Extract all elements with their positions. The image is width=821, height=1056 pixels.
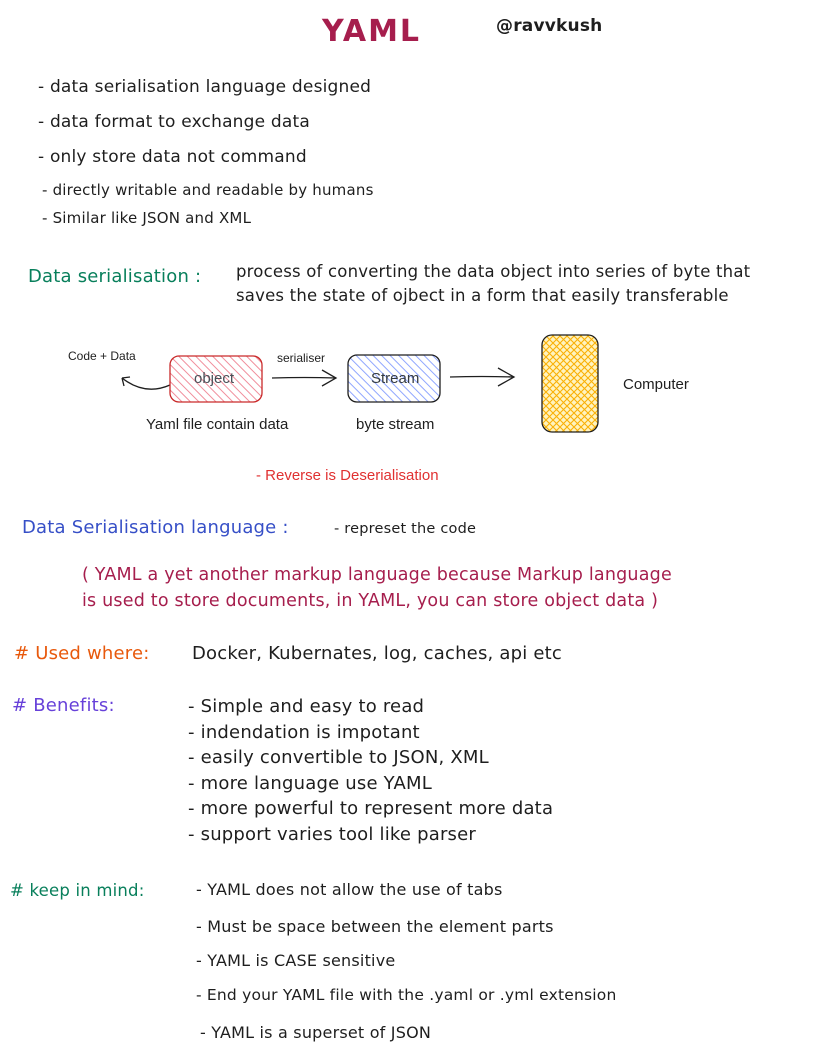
intro-bullet: - data serialisation language designed [38, 77, 372, 97]
serialisation-language-note: - represet the code [334, 521, 477, 537]
keep-in-mind-item: - End your YAML file with the .yaml or .… [196, 986, 617, 1004]
author-handle: @ravvkush [496, 16, 603, 36]
serialiser-arrow [271, 376, 337, 379]
stream-computer-arrowhead [497, 367, 516, 387]
stream-label: Stream [371, 370, 420, 387]
code-data-label: Code + Data [68, 349, 136, 363]
benefit-item: - support varies tool like parser [188, 824, 476, 845]
data-serialisation-definition-line1: process of converting the data object in… [236, 262, 751, 281]
object-box [169, 355, 263, 403]
serialisation-diagram [121, 334, 599, 433]
object-label: object [194, 370, 235, 387]
benefit-item: - more language use YAML [188, 772, 432, 794]
intro-bullet: - directly writable and readable by huma… [42, 181, 374, 199]
intro-bullet: - only store data not command [38, 147, 307, 167]
keep-in-mind-item: - YAML does not allow the use of tabs [196, 880, 503, 899]
benefits-label: # Benefits: [12, 695, 115, 716]
keep-in-mind-label: # keep in mind: [10, 881, 145, 900]
serialiser-label: serialiser [277, 351, 326, 365]
intro-bullet: - data format to exchange data [38, 112, 311, 132]
serialisation-language-label: Data Serialisation language : [22, 517, 289, 538]
reverse-note: - Reverse is Deserialisation [256, 467, 439, 484]
code-data-arrow [121, 377, 171, 390]
yaml-file-caption: Yaml file contain data [146, 416, 289, 433]
computer-label: Computer [623, 376, 689, 393]
benefit-item: - indendation is impotant [188, 721, 420, 743]
benefit-item: - more powerful to represent more data [188, 798, 554, 820]
markup-note-line2: is used to store documents, in YAML, you… [82, 591, 659, 611]
keep-in-mind-item: - YAML is a superset of JSON [200, 1023, 432, 1042]
keep-in-mind-item: - YAML is CASE sensitive [196, 951, 396, 970]
stream-computer-arrow [449, 375, 515, 378]
used-where-label: # Used where: [14, 643, 150, 664]
page-title: YAML [322, 14, 422, 49]
data-serialisation-definition-line2: saves the state of ojbect in a form that… [236, 286, 729, 305]
stream-box [347, 354, 441, 403]
keep-in-mind-item: - Must be space between the element part… [196, 917, 554, 936]
serialiser-arrowhead [321, 369, 338, 387]
computer-box [541, 334, 599, 433]
intro-bullet: - Similar like JSON and XML [42, 209, 252, 227]
byte-stream-caption: byte stream [356, 416, 435, 433]
markup-note-line1: ( YAML a yet another markup language bec… [82, 565, 672, 585]
used-where-value: Docker, Kubernates, log, caches, api etc [192, 643, 562, 664]
data-serialisation-label: Data serialisation : [28, 266, 202, 287]
benefit-item: - Simple and easy to read [188, 696, 425, 717]
code-data-arrowhead [121, 376, 131, 387]
benefit-item: - easily convertible to JSON, XML [188, 747, 489, 769]
